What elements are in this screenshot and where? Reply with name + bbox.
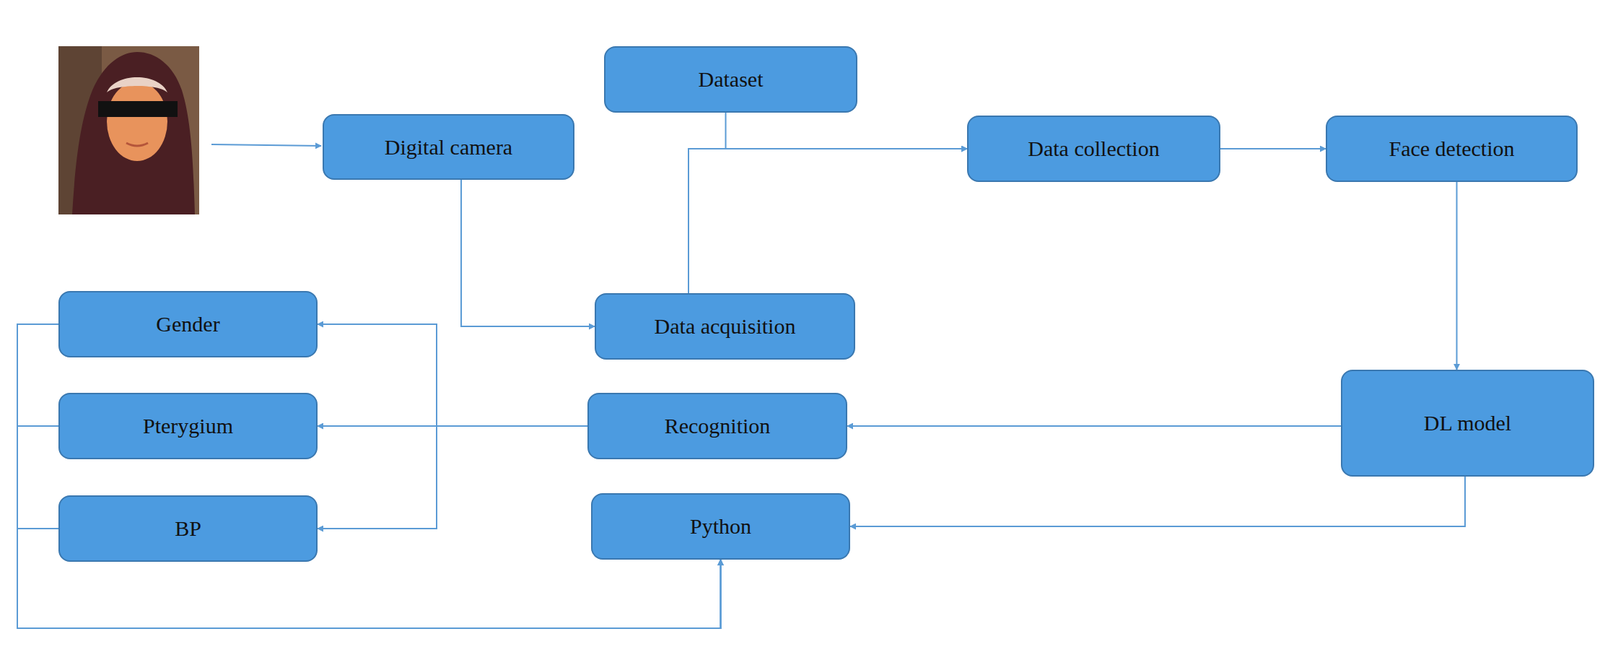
process-box: Pterygium (58, 392, 318, 459)
box-label: Python (689, 513, 752, 539)
flow-arrow (461, 179, 595, 327)
flow-arrow (850, 476, 1466, 527)
process-box: Python (591, 492, 851, 560)
underscarf (106, 77, 168, 93)
mouth (126, 142, 148, 146)
box-label: Data acquisition (654, 313, 797, 339)
box-label: Data collection (1027, 136, 1160, 161)
box-label: Gender (155, 311, 220, 337)
flow-arrow (688, 148, 968, 294)
face-shape (106, 81, 168, 161)
box-text-group: Gender (155, 311, 220, 337)
photo-background (58, 46, 200, 215)
process-box: Recognition (587, 392, 848, 459)
privacy-bar (98, 101, 178, 117)
box-text-group: Pterygium (142, 413, 234, 439)
box-text-group: Dataset (698, 67, 764, 92)
box-text-group: Python (689, 513, 752, 539)
process-box: Digital camera (322, 114, 575, 180)
flow-arrow (1220, 147, 1326, 150)
process-box: Dataset (604, 46, 858, 113)
process-box: BP (58, 495, 318, 562)
flow-arrow (317, 324, 588, 426)
flow-arrow (847, 425, 1341, 427)
flow-arrow (726, 112, 968, 149)
box-text-group: BP (174, 516, 202, 541)
process-box: Gender (58, 290, 318, 358)
flow-arrow (317, 425, 588, 427)
flow-arrow (1456, 181, 1458, 370)
box-text-group: Data collection (1027, 136, 1160, 161)
person-photo (58, 46, 200, 215)
box-text-group: Recognition (664, 413, 771, 439)
box-label: BP (174, 516, 202, 541)
box-label: Digital camera (384, 134, 513, 160)
box-label: Pterygium (142, 413, 234, 439)
box-text-group: Data acquisition (654, 313, 797, 339)
flow-arrow (17, 324, 721, 628)
process-box: DL model (1340, 369, 1595, 477)
box-text-group: Face detection (1388, 136, 1515, 161)
flow-arrow (317, 425, 588, 529)
box-text-group: Digital camera (384, 134, 513, 160)
leader-arrow (211, 144, 322, 146)
process-box: Data collection (967, 115, 1221, 182)
process-box: Data acquisition (594, 293, 856, 360)
box-text-group: DL model (1423, 410, 1512, 436)
box-label: Recognition (664, 413, 771, 439)
box-label: DL model (1423, 410, 1512, 436)
hijab-shape (72, 51, 195, 215)
box-label: Dataset (698, 67, 764, 92)
process-box: Face detection (1325, 115, 1578, 182)
box-label: Face detection (1388, 136, 1515, 161)
